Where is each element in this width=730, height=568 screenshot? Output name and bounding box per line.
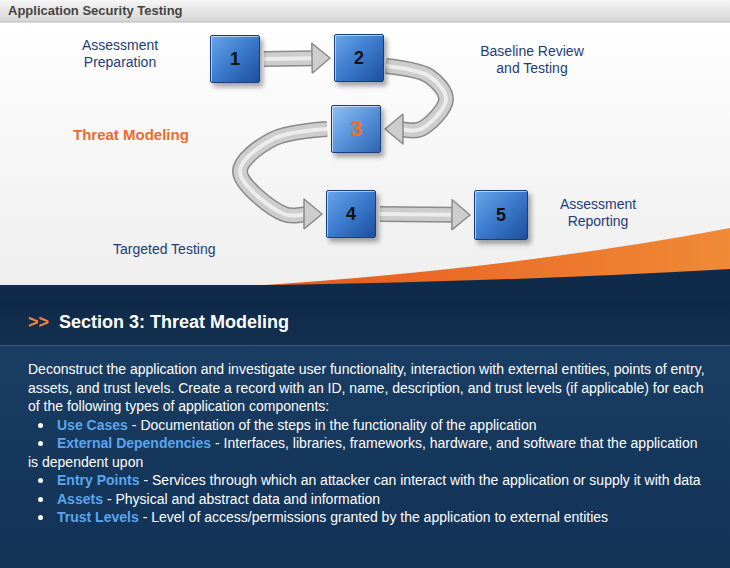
intro-paragraph: Deconstruct the application and investig… (28, 360, 708, 416)
bullet-description: - Services through which an attacker can… (143, 472, 700, 488)
section-heading: Section 3: Threat Modeling (59, 312, 289, 333)
step-number: 5 (496, 205, 506, 225)
bullet-item: Trust Levels- Level of access/permission… (28, 508, 708, 527)
arrow-shaft-highlight (240, 129, 327, 215)
title-bar (0, 0, 730, 22)
arrow-shaft (240, 129, 327, 215)
step-number: 2 (354, 48, 364, 68)
bullet-item: Assets- Physical and abstract data and i… (28, 490, 708, 509)
bullet-term: Assets (57, 491, 103, 507)
flow-arrow (385, 66, 446, 144)
arrow-shaft (264, 52, 314, 66)
arrow-shaft-outline (240, 129, 327, 215)
bullet-dot (38, 497, 43, 502)
arrow-shaft-highlight (380, 212, 454, 217)
arrow-shaft-highlight (264, 56, 314, 61)
step-box: 3Threat Modeling (331, 105, 381, 153)
bullet-item: Entry Points- Services through which an … (28, 471, 708, 490)
flow-arrow (380, 200, 470, 230)
step-number: 1 (230, 49, 240, 69)
step-label: Threat Modeling (73, 126, 189, 143)
title-bar-rule (0, 22, 730, 23)
step-label: Assessment Preparation (61, 37, 179, 71)
bullet-item: External Dependencies- Interfaces, libra… (28, 434, 708, 471)
bullet-dot (38, 423, 43, 428)
arrow-head (385, 114, 403, 144)
page-title: Application Security Testing (8, 3, 183, 19)
step-number: 3 (350, 119, 362, 139)
bullet-term: Use Cases (57, 417, 128, 433)
arrow-head (304, 199, 322, 229)
bullet-term: Trust Levels (57, 509, 139, 525)
step-box: 2Baseline Review and Testing (334, 34, 384, 82)
bullet-description: - Documentation of the steps in the func… (132, 417, 537, 433)
arrow-shaft (380, 208, 454, 222)
arrow-head (452, 200, 470, 230)
navy-panel (0, 269, 730, 568)
step-box: 4Targeted Testing (326, 190, 376, 238)
bullet-description: - Physical and abstract data and informa… (107, 491, 380, 507)
arrow-shaft-outline (380, 206, 454, 223)
bullet-term: External Dependencies (57, 435, 211, 451)
section-body-panel: Deconstruct the application and investig… (0, 346, 730, 568)
bullet-dot (38, 515, 43, 520)
white-ground (0, 22, 730, 288)
step-label: Targeted Testing (113, 241, 215, 258)
step-number: 4 (346, 204, 356, 224)
bullet-dot (38, 441, 43, 446)
chevron-marker: >> (28, 312, 49, 333)
arrow-shaft-outline (264, 50, 314, 67)
bullet-item: Use Cases- Documentation of the steps in… (28, 416, 708, 435)
bullet-description: - Level of access/permissions granted by… (143, 509, 608, 525)
bullet-term: Entry Points (57, 472, 139, 488)
step-box: 1Assessment Preparation (210, 35, 260, 83)
flow-arrow (264, 43, 330, 73)
step-label: Baseline Review and Testing (471, 43, 593, 77)
arrow-head (312, 43, 330, 73)
section-header-band: >> Section 3: Threat Modeling (0, 300, 730, 346)
flow-arrow (240, 129, 327, 229)
step-label: Assessment Reporting (546, 196, 650, 230)
bullet-dot (38, 478, 43, 483)
step-box: 5Assessment Reporting (474, 190, 528, 240)
